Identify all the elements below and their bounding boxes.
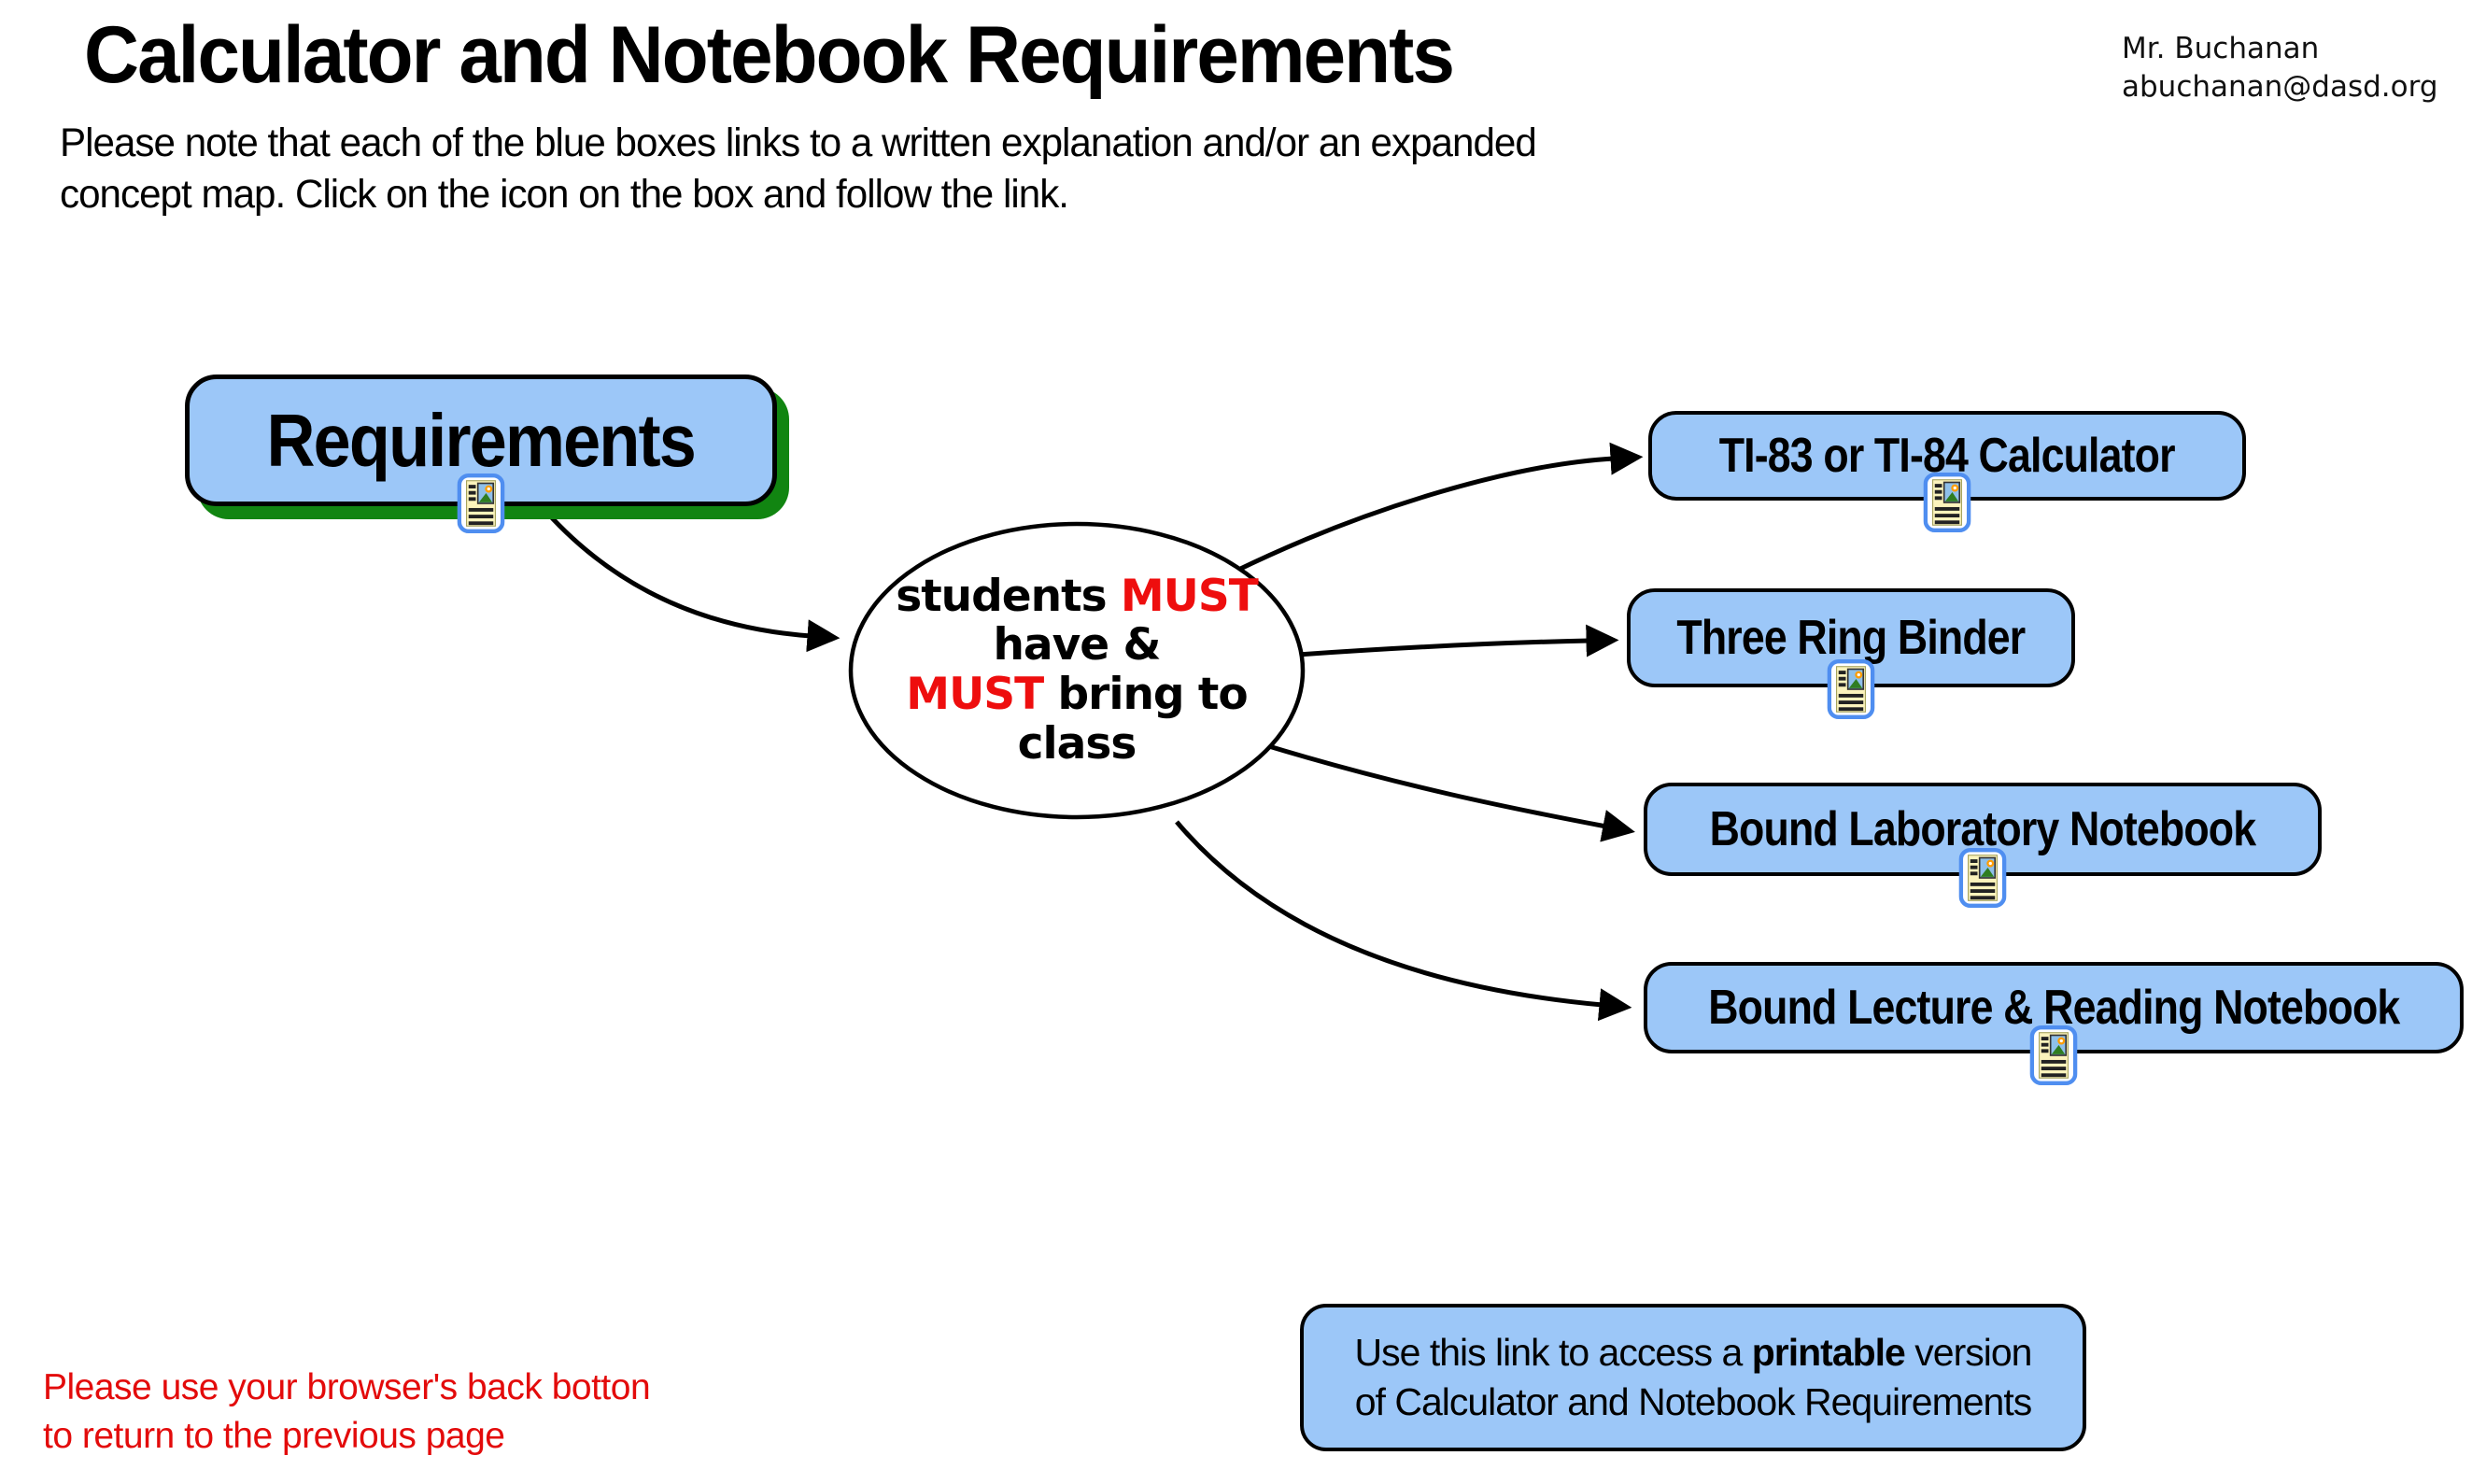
arrow-center-to-calculator (1233, 442, 1644, 574)
printable-text-line2: of Calculator and Notebook Requirements (1354, 1380, 2032, 1423)
center-ellipse-text: students MUST have & MUST bring to class (851, 524, 1303, 817)
back-note-line-2: to return to the previous page (43, 1415, 505, 1456)
printable-text-post: version (1904, 1330, 2032, 1374)
node-three-ring-binder-label: Three Ring Binder (1676, 611, 2027, 665)
arrow-center-to-lab-notebook (1262, 742, 1635, 842)
node-lab-notebook-label: Bound Laboratory Notebook (1709, 802, 2257, 856)
center-text-must: MUST (1120, 570, 1259, 622)
contact-name: Mr. Buchanan (2122, 32, 2320, 65)
intro-line-2: concept map. Click on the icon on the bo… (60, 171, 1069, 217)
node-lecture-notebook[interactable]: Bound Lecture & Reading Notebook (1644, 962, 2464, 1053)
back-button-note: Please use your browser's back botton to… (43, 1364, 651, 1461)
center-text-must2: MUST (906, 669, 1044, 720)
intro-line-1: Please note that each of the blue boxes … (60, 120, 1537, 165)
document-link-icon[interactable] (1923, 473, 1971, 532)
node-requirements[interactable]: Requirements (185, 375, 777, 506)
contact-email: abuchanan@dasd.org (2122, 69, 2438, 104)
page-title: Calculator and Notebook Requirements (84, 10, 1455, 100)
printable-text-pre: Use this link to access a (1354, 1330, 1752, 1374)
center-ellipse (848, 521, 1306, 820)
arrow-center-to-binder (1297, 624, 1619, 657)
arrow-center-to-lecture-notebook (1175, 820, 1632, 1022)
center-text: students (896, 570, 1121, 622)
document-link-icon[interactable] (2029, 1025, 2078, 1085)
intro-text: Please note that each of the blue boxes … (60, 118, 1537, 219)
document-link-icon[interactable] (457, 473, 505, 533)
center-text-line3: bring to (1043, 669, 1249, 720)
document-link-icon[interactable] (1958, 848, 2007, 908)
printable-link-box[interactable]: Use this link to access a printable vers… (1300, 1304, 2086, 1451)
document-link-icon[interactable] (1827, 659, 1875, 719)
arrow-root-to-center (538, 502, 840, 653)
center-text-line2: have & (993, 619, 1161, 671)
contact-block: Mr. Buchanan abuchanan@dasd.org (2122, 30, 2438, 106)
node-lab-notebook[interactable]: Bound Laboratory Notebook (1644, 783, 2322, 876)
center-text-line4: class (1017, 717, 1137, 770)
printable-text-bold: printable (1751, 1330, 1906, 1374)
node-calculator[interactable]: TI-83 or TI-84 Calculator (1648, 411, 2246, 501)
node-requirements-label: Requirements (266, 398, 697, 482)
back-note-line-1: Please use your browser's back botton (43, 1367, 651, 1407)
node-three-ring-binder[interactable]: Three Ring Binder (1627, 588, 2075, 687)
